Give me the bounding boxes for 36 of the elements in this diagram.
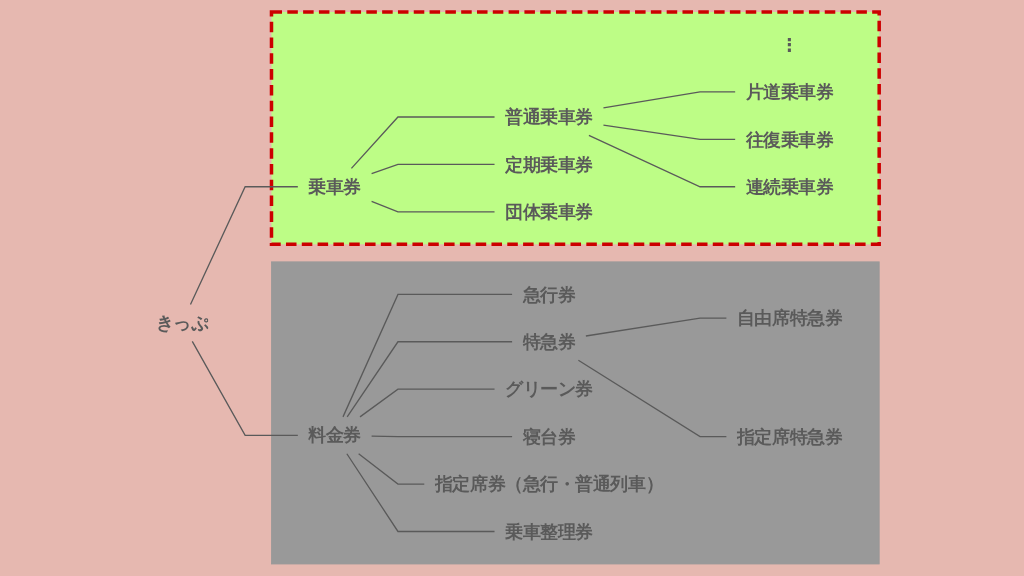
connector xyxy=(189,186,299,306)
connector xyxy=(588,134,736,188)
connector xyxy=(346,453,496,533)
node-text: 特急券 xyxy=(522,331,576,353)
node-text: きっぷ xyxy=(155,312,209,334)
cluster xyxy=(270,261,880,565)
connector xyxy=(602,91,736,109)
connector xyxy=(585,317,727,337)
node-text: 往復乗車券 xyxy=(745,128,834,150)
node-text: 急行券 xyxy=(522,283,576,305)
node-text: 乗車整理券 xyxy=(504,520,593,542)
connector xyxy=(350,116,496,169)
node-text: 普通乗車券 xyxy=(504,106,593,128)
connector xyxy=(370,435,513,438)
connector xyxy=(370,163,496,175)
node-text: 片道乗車券 xyxy=(745,81,834,103)
node-text: 団体乗車券 xyxy=(504,201,593,223)
connector xyxy=(357,453,425,485)
node-text: 指定席特急券 xyxy=(736,426,843,448)
connector xyxy=(359,388,496,418)
node-text: 指定席券（急行・普通列車） xyxy=(434,473,664,495)
cluster xyxy=(269,10,881,247)
node-text: ⋮ xyxy=(780,33,799,56)
node-text: 連続乗車券 xyxy=(745,176,834,198)
connector xyxy=(342,293,513,418)
node-text: グリーン券 xyxy=(504,378,593,400)
connector xyxy=(191,340,299,436)
node-text: 寝台券 xyxy=(522,426,576,448)
connector xyxy=(577,359,727,438)
connector xyxy=(370,200,496,213)
node-text: 定期乗車券 xyxy=(504,153,593,175)
node-text: 料金券 xyxy=(308,424,361,446)
node-text: 乗車券 xyxy=(308,176,361,198)
connector xyxy=(602,124,736,140)
node-text: 自由席特急券 xyxy=(736,307,843,329)
connector xyxy=(346,341,513,418)
